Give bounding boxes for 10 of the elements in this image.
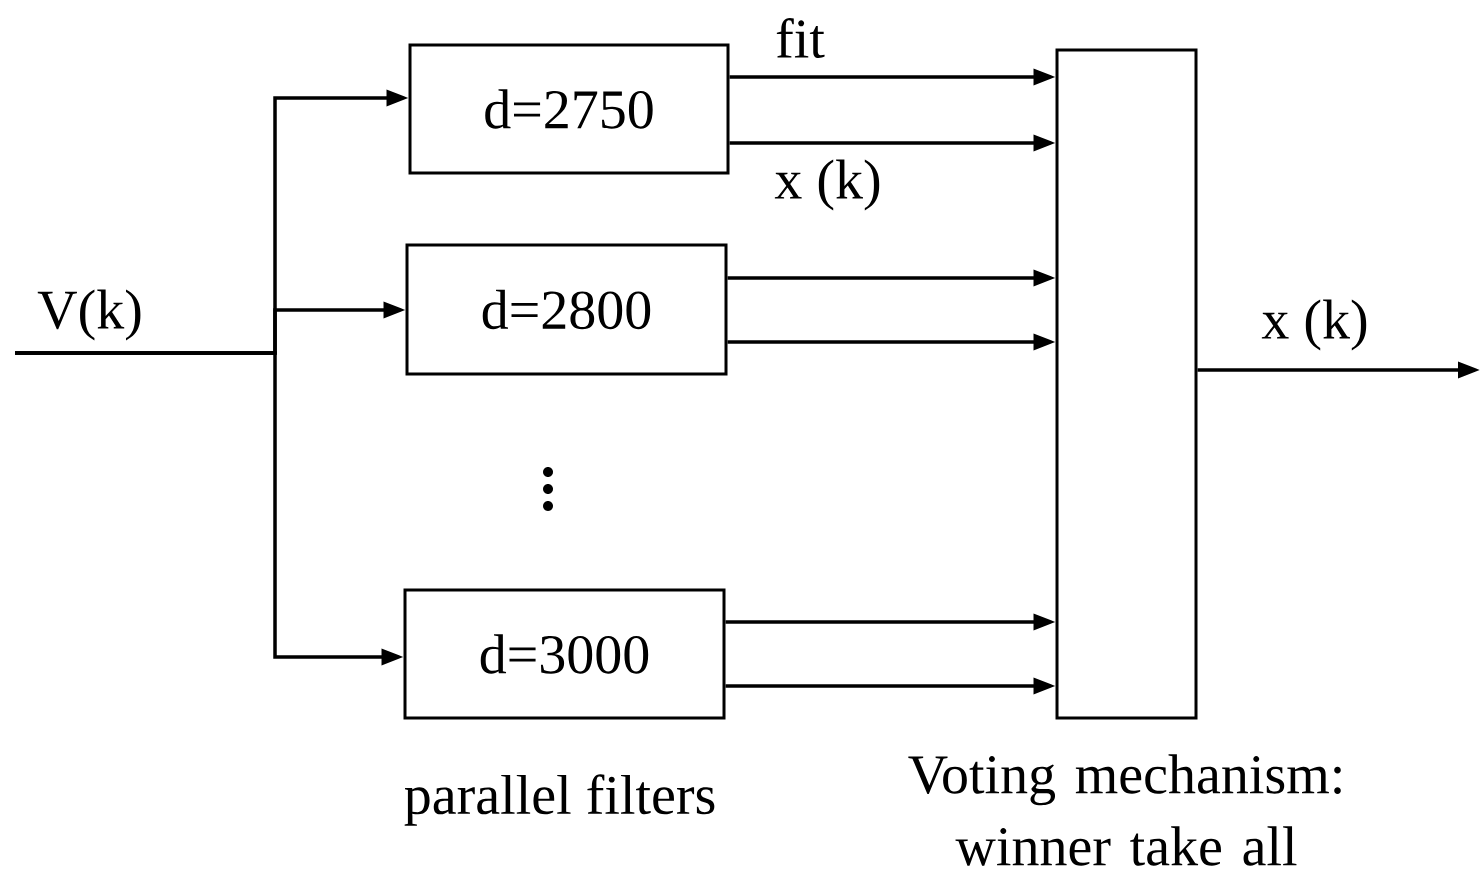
edge-label: fit [776, 18, 825, 58]
edge-label: x (k) [774, 159, 880, 211]
filter-box: d=2750 [408, 43, 730, 175]
text-label: V(k) [37, 289, 141, 341]
filter-box: d=3000 [403, 588, 726, 720]
box-caption: Voting mechanism: winner take all [908, 754, 1341, 866]
filter-box: d=2800 [405, 243, 728, 376]
voting-box [1055, 48, 1198, 720]
text-label: parallel filters [404, 774, 715, 826]
edge-label: x (k) [1261, 299, 1367, 351]
